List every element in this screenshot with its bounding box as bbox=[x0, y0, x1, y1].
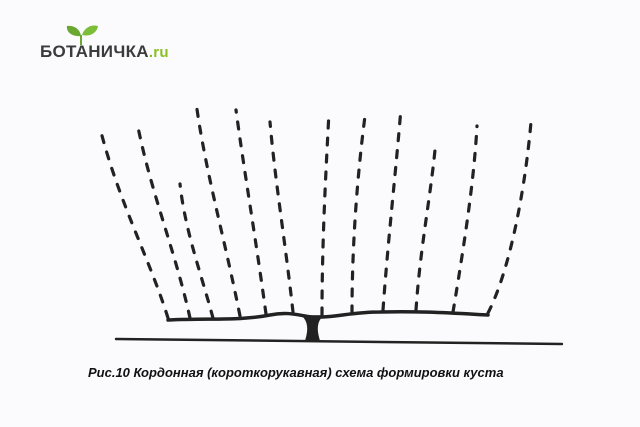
shoot bbox=[486, 120, 533, 315]
cordon-arm bbox=[166, 309, 490, 322]
logo-text: БОТАНИЧКА.ru bbox=[40, 42, 169, 62]
shoot bbox=[350, 114, 367, 315]
logo-name: БОТАНИЧКА bbox=[40, 42, 149, 61]
shoot bbox=[451, 124, 479, 314]
sprout-icon bbox=[66, 25, 98, 45]
trunk bbox=[301, 315, 324, 341]
shoot bbox=[98, 126, 170, 320]
logo-domain: .ru bbox=[148, 44, 169, 61]
shoot bbox=[320, 110, 331, 317]
shoot bbox=[414, 148, 437, 312]
shoot bbox=[178, 182, 215, 320]
figure-caption: Рис.10 Кордонная (короткорукавная) схема… bbox=[88, 365, 504, 380]
shoot bbox=[268, 120, 295, 314]
shoot bbox=[234, 108, 268, 316]
shoot bbox=[135, 120, 192, 320]
shoot bbox=[381, 106, 403, 312]
ground-line bbox=[114, 337, 564, 346]
shoot bbox=[194, 100, 242, 318]
site-logo[interactable]: БОТАНИЧКА.ru bbox=[40, 24, 180, 68]
